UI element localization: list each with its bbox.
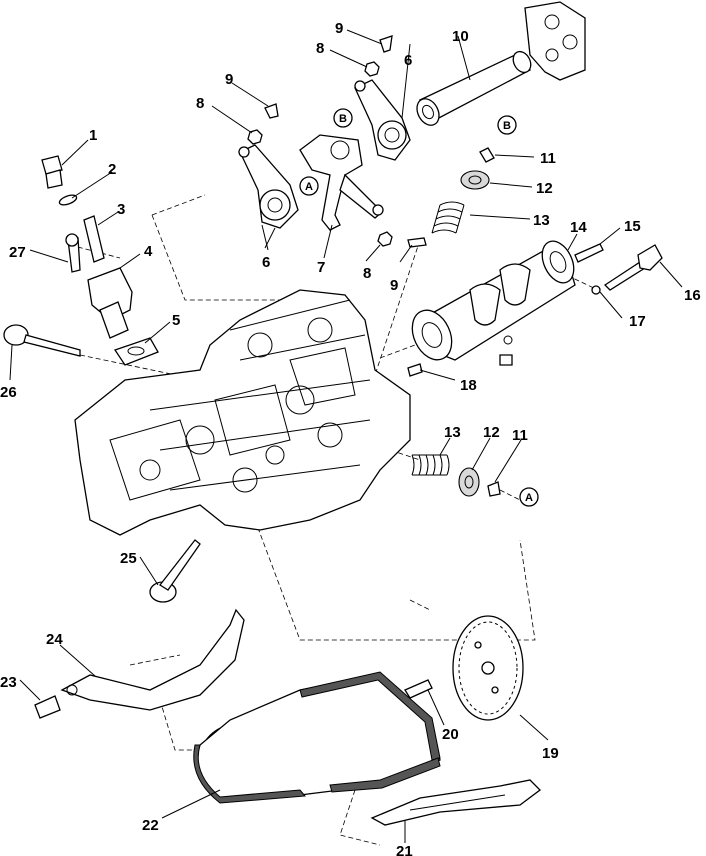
marker-a-upper: A — [299, 176, 319, 196]
valves — [3, 324, 201, 603]
camshaft-small-parts — [407, 243, 663, 377]
callout-18: 18 — [460, 377, 477, 394]
tensioner-assembly — [41, 155, 159, 366]
cylinder-head — [74, 289, 411, 536]
valve-spring-coil-lower — [411, 454, 450, 476]
cam-sprocket — [404, 615, 524, 721]
callout-19: 19 — [542, 745, 559, 762]
callout-4: 4 — [144, 243, 153, 260]
svg-text:A: A — [305, 181, 313, 193]
callout-6-upper: 6 — [404, 52, 412, 69]
callout-8-upper: 8 — [316, 40, 324, 57]
adjuster-nuts-and-screws — [247, 35, 427, 248]
svg-text:B: B — [339, 113, 347, 125]
marker-b-upper: B — [333, 108, 353, 128]
svg-text:B: B — [503, 120, 511, 132]
callout-14: 14 — [570, 219, 587, 236]
callout-labels: 1 2 3 4 5 6 6 7 8 8 8 9 9 9 10 11 11 12 … — [0, 20, 701, 856]
callout-9-center: 9 — [390, 277, 398, 294]
camshaft — [411, 240, 576, 366]
callout-21: 21 — [396, 843, 413, 856]
svg-text:A: A — [525, 492, 533, 504]
rocker-shaft — [416, 50, 532, 126]
timing-chain — [193, 671, 441, 804]
callout-2: 2 — [108, 161, 116, 178]
rocker-arm-upper — [354, 79, 411, 161]
callout-3: 3 — [117, 201, 125, 218]
callout-6-left: 6 — [262, 254, 270, 271]
callout-27: 27 — [9, 244, 26, 261]
callout-15: 15 — [624, 218, 641, 235]
callout-22: 22 — [142, 817, 159, 834]
callout-12-lower: 12 — [483, 424, 500, 441]
callout-20: 20 — [442, 726, 459, 743]
callout-8-center: 8 — [363, 265, 371, 282]
rocker-arm-center — [299, 134, 384, 231]
callout-13-upper: 13 — [533, 212, 550, 229]
callout-12-upper: 12 — [536, 180, 553, 197]
marker-a-lower: A — [519, 487, 539, 507]
cylinder-head-cover-fragment — [524, 1, 586, 81]
valve-spring-coil-upper — [431, 201, 465, 234]
valve-spring-set-upper — [431, 147, 495, 234]
marker-b-right: B — [497, 115, 517, 135]
callout-9-left: 9 — [225, 71, 233, 88]
callout-5: 5 — [172, 312, 180, 329]
callout-23: 23 — [0, 674, 17, 691]
callout-17: 17 — [629, 313, 646, 330]
rocker-arm-left — [238, 144, 299, 229]
valve-spring-set-lower — [411, 454, 501, 497]
callout-16: 16 — [684, 287, 701, 304]
callout-1: 1 — [89, 127, 97, 144]
callout-11-lower: 11 — [512, 427, 528, 444]
callout-25: 25 — [120, 550, 137, 567]
callout-13-lower: 13 — [444, 424, 461, 441]
callout-9-upper: 9 — [335, 20, 343, 37]
callout-8-left: 8 — [196, 95, 204, 112]
chain-guide-lower — [370, 779, 541, 826]
assembly-guide-lines — [69, 194, 599, 846]
leader-lines — [9, 29, 683, 843]
chain-guide-upper — [34, 608, 245, 719]
callout-10: 10 — [452, 28, 469, 45]
callout-24: 24 — [46, 631, 63, 648]
callout-11-upper: 11 — [540, 150, 556, 167]
callout-7: 7 — [317, 259, 325, 276]
callout-26: 26 — [0, 384, 17, 401]
